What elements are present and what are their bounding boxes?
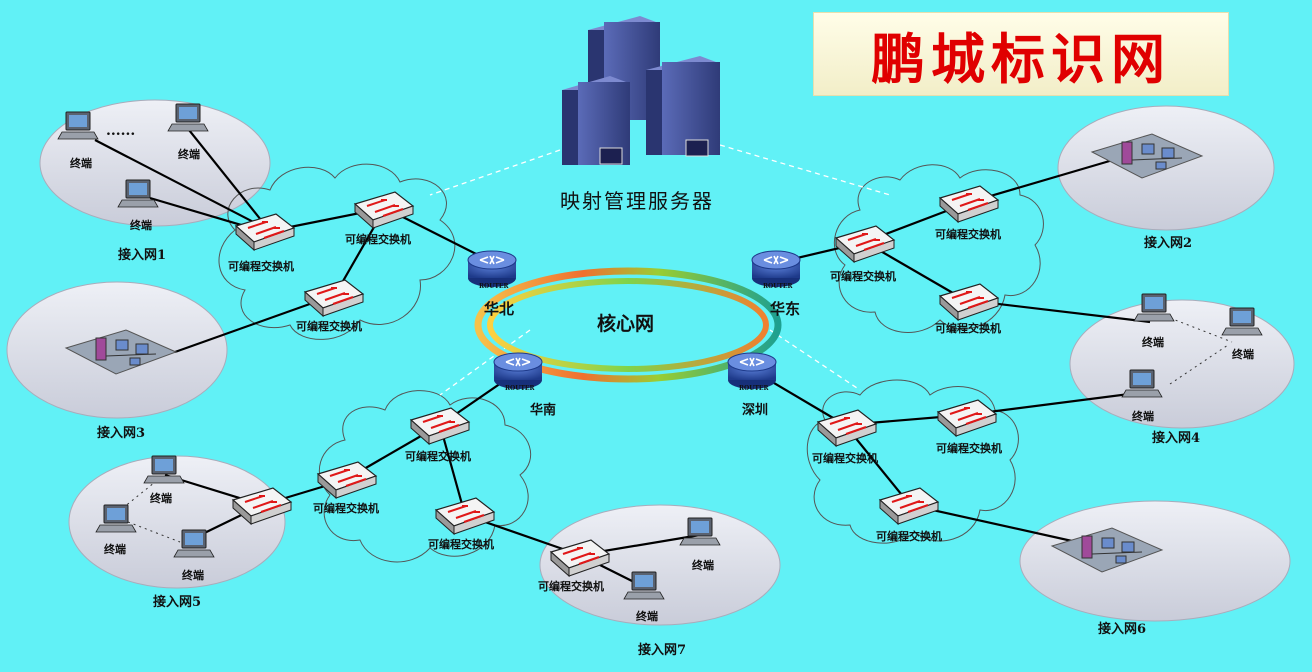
access-network-5-label: 接入网5 <box>153 594 201 610</box>
switch-label: 可编程交换机 <box>936 441 1002 455</box>
terminal-label: 终端 <box>692 558 714 572</box>
title-banner: 鹏城标识网 <box>813 12 1229 96</box>
access-ellipse-1 <box>39 99 271 227</box>
access-network-1-label: 接入网1 <box>118 247 166 263</box>
router-badge-south: ROUTER <box>505 385 535 392</box>
server-label: 映射管理服务器 <box>560 189 714 213</box>
switch-label: 可编程交换机 <box>538 579 604 593</box>
access-ellipse-4 <box>1069 299 1295 429</box>
switch-label: 可编程交换机 <box>228 259 294 273</box>
switch-icon[interactable] <box>304 279 364 317</box>
access-ellipse-7 <box>539 504 781 626</box>
terminal-label: 终端 <box>182 568 204 582</box>
access-network-3-label: 接入网3 <box>97 425 145 441</box>
cloud-shenzhen <box>806 379 1019 544</box>
switch-icon[interactable] <box>835 225 895 263</box>
cloud-south <box>318 390 532 563</box>
switch-label: 可编程交换机 <box>876 529 942 543</box>
router-shenzhen-label: 深圳 <box>742 402 768 418</box>
switch-label: 可编程交换机 <box>935 321 1001 335</box>
access-network-7-label: 接入网7 <box>638 642 686 658</box>
switch-label: 可编程交换机 <box>405 449 471 463</box>
server-dashed-links <box>429 144 891 396</box>
terminal-label: 终端 <box>1142 335 1164 349</box>
switch-label: 可编程交换机 <box>313 501 379 515</box>
switch-label: 可编程交换机 <box>830 269 896 283</box>
core-network-label: 核心网 <box>597 312 654 335</box>
server-icon[interactable] <box>562 16 720 165</box>
switch-icon[interactable] <box>939 185 999 223</box>
page-title: 鹏城标识网 <box>871 27 1171 91</box>
switch-icon[interactable] <box>235 213 295 251</box>
terminal-label: 终端 <box>178 147 200 161</box>
switch-icon[interactable] <box>435 497 495 535</box>
switch-icon[interactable] <box>354 191 414 229</box>
terminal-label: 终端 <box>636 609 658 623</box>
cloud-east <box>833 164 1044 333</box>
router-badge-shenzhen: ROUTER <box>739 385 769 392</box>
access-ellipse-5 <box>68 455 286 589</box>
access-ellipse-6 <box>1019 500 1291 622</box>
terminal-label: 终端 <box>1232 347 1254 361</box>
router-badge-east: ROUTER <box>763 283 793 290</box>
core-ring-inner <box>487 278 769 372</box>
terminal-label: 终端 <box>70 156 92 170</box>
ellipsis-dots: ...... <box>106 123 135 139</box>
terminal-label: 终端 <box>104 542 126 556</box>
access-network-2-label: 接入网2 <box>1144 235 1192 251</box>
switch-icon[interactable] <box>879 487 939 525</box>
router-east-label: 华东 <box>770 300 800 318</box>
switch-label: 可编程交换机 <box>345 232 411 246</box>
router-south-icon[interactable] <box>493 352 543 390</box>
cloud-north <box>218 163 456 340</box>
router-shenzhen-icon[interactable] <box>727 352 777 390</box>
router-east-icon[interactable] <box>751 250 801 288</box>
router-badge-north: ROUTER <box>479 283 509 290</box>
switch-icon[interactable] <box>410 407 470 445</box>
terminal-label: 终端 <box>130 218 152 232</box>
router-north-icon[interactable] <box>467 250 517 288</box>
switch-label: 可编程交换机 <box>812 451 878 465</box>
terminal-label: 终端 <box>150 491 172 505</box>
switch-label: 可编程交换机 <box>935 227 1001 241</box>
core-ring-outer <box>474 267 782 383</box>
dotted-links <box>117 317 1233 543</box>
terminal-label: 终端 <box>1132 409 1154 423</box>
switch-label: 可编程交换机 <box>428 537 494 551</box>
access-network-6-label: 接入网6 <box>1098 621 1146 637</box>
switch-icon[interactable] <box>937 399 997 437</box>
router-south-label: 华南 <box>530 402 556 418</box>
access-network-4-label: 接入网4 <box>1152 430 1200 446</box>
switch-label: 可编程交换机 <box>296 319 362 333</box>
router-north-label: 华北 <box>484 300 514 318</box>
